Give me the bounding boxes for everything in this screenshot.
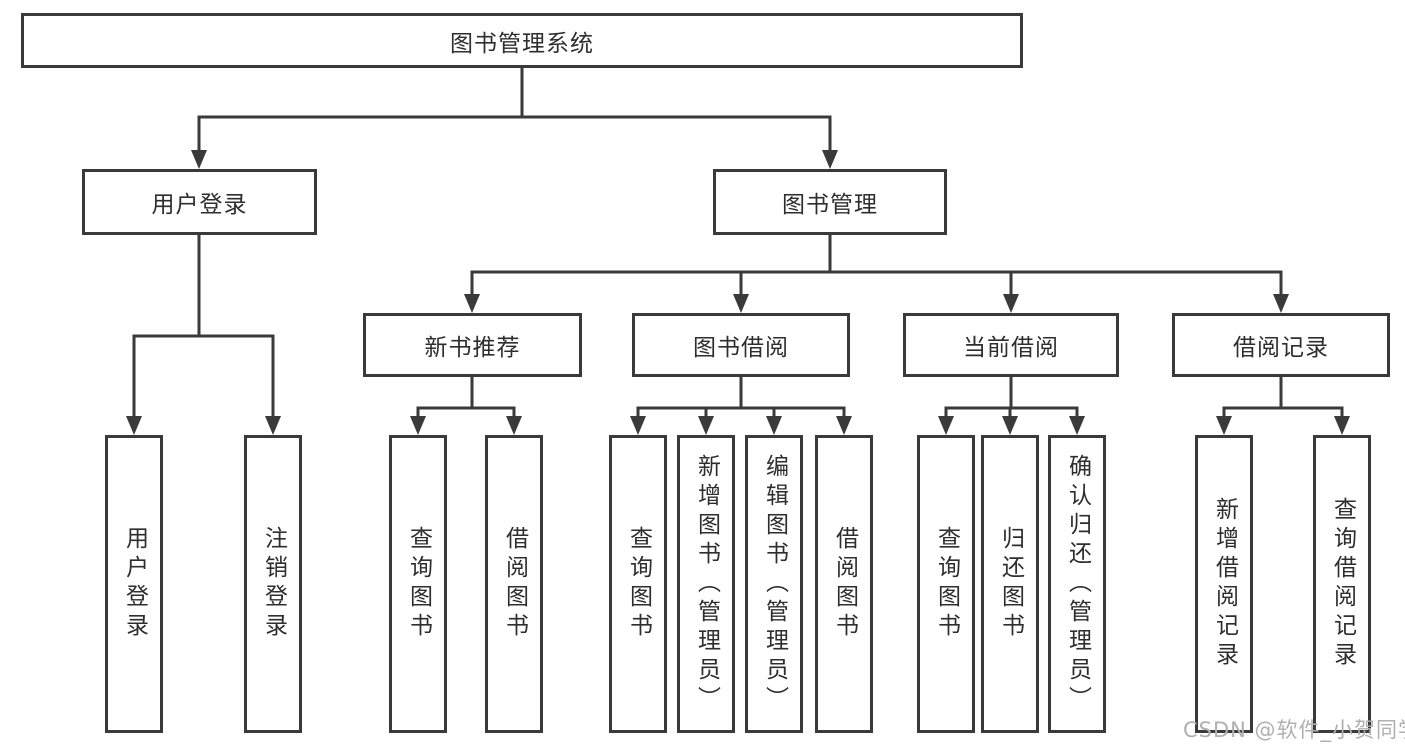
arrowhead-icon — [191, 150, 207, 169]
node-borrow-record: 借阅记录 — [1172, 313, 1390, 377]
leaf-return-book: 归还图书 — [981, 435, 1039, 733]
leaf-borrow-book-1-label: 借阅图书 — [501, 526, 528, 642]
node-book-borrow-label: 图书借阅 — [693, 335, 789, 361]
arrowhead-icon — [822, 150, 838, 169]
node-borrow-record-label: 借阅记录 — [1233, 335, 1329, 361]
node-user-login-label: 用户登录 — [151, 192, 248, 218]
leaf-logout: 注销登录 — [244, 435, 302, 733]
arrowhead-icon — [1069, 416, 1085, 435]
node-user-login: 用户登录 — [82, 169, 317, 235]
leaf-confirm-return-admin: 确认归还（管理员） — [1048, 435, 1106, 733]
arrowhead-icon — [733, 294, 749, 313]
node-book-management: 图书管理 — [713, 169, 947, 235]
leaf-return-book-label: 归还图书 — [997, 526, 1024, 642]
leaf-query-book-2-label: 查询图书 — [625, 526, 652, 642]
leaf-borrow-book-2-label: 借阅图书 — [831, 526, 858, 642]
arrowhead-icon — [836, 416, 852, 435]
leaf-add-book-admin-label: 新增图书（管理员） — [693, 453, 720, 715]
arrowhead-icon — [126, 416, 142, 435]
leaf-edit-book-admin: 编辑图书（管理员） — [745, 435, 803, 733]
arrowhead-icon — [410, 416, 426, 435]
arrowhead-icon — [265, 416, 281, 435]
leaf-borrow-book-2: 借阅图书 — [815, 435, 873, 733]
leaf-query-borrow-record: 查询借阅记录 — [1313, 435, 1371, 733]
leaf-add-borrow-record: 新增借阅记录 — [1195, 435, 1253, 733]
leaf-query-book-1-label: 查询图书 — [405, 526, 432, 642]
arrowhead-icon — [1003, 294, 1019, 313]
leaf-add-book-admin: 新增图书（管理员） — [677, 435, 735, 733]
arrowhead-icon — [1002, 416, 1018, 435]
leaf-borrow-book-1: 借阅图书 — [485, 435, 543, 733]
node-root-label: 图书管理系统 — [450, 30, 594, 57]
arrowhead-icon — [938, 416, 954, 435]
leaf-edit-book-admin-label: 编辑图书（管理员） — [761, 453, 788, 715]
node-book-borrow: 图书借阅 — [632, 313, 850, 377]
arrowhead-icon — [630, 416, 646, 435]
arrowhead-icon — [698, 416, 714, 435]
node-book-management-label: 图书管理 — [782, 192, 878, 218]
arrowhead-icon — [1216, 416, 1232, 435]
leaf-confirm-return-admin-label: 确认归还（管理员） — [1064, 453, 1091, 715]
arrowhead-icon — [766, 416, 782, 435]
arrowhead-icon — [1334, 416, 1350, 435]
leaf-user-login-label: 用户登录 — [121, 526, 148, 642]
leaf-query-book-3: 查询图书 — [917, 435, 975, 733]
leaf-add-borrow-record-label: 新增借阅记录 — [1211, 497, 1238, 671]
node-current-borrow: 当前借阅 — [903, 313, 1119, 377]
leaf-query-book-3-label: 查询图书 — [933, 526, 960, 642]
arrowhead-icon — [1273, 294, 1289, 313]
node-root: 图书管理系统 — [21, 13, 1023, 68]
leaf-query-book-2: 查询图书 — [609, 435, 667, 733]
leaf-query-book-1: 查询图书 — [389, 435, 447, 733]
node-current-borrow-label: 当前借阅 — [963, 335, 1059, 361]
leaf-user-login: 用户登录 — [105, 435, 163, 733]
leaf-logout-label: 注销登录 — [260, 526, 287, 642]
leaf-query-borrow-record-label: 查询借阅记录 — [1329, 497, 1356, 671]
arrowhead-icon — [464, 294, 480, 313]
arrowhead-icon — [506, 416, 522, 435]
node-new-book-recommend-label: 新书推荐 — [424, 335, 521, 361]
csdn-watermark: CSDN @软件_小贺同学 — [1183, 718, 1405, 742]
node-new-book-recommend: 新书推荐 — [363, 313, 582, 377]
